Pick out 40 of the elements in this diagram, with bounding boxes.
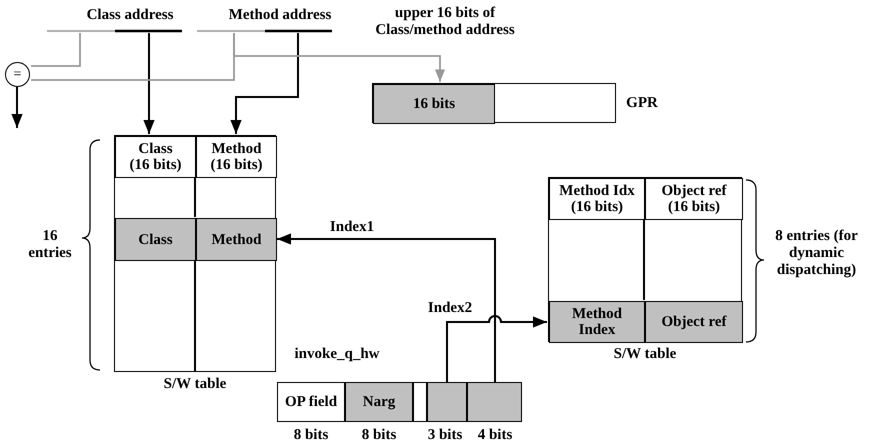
table-cell: Class	[115, 218, 196, 261]
bit-field	[413, 382, 427, 422]
arrow	[11, 87, 23, 128]
table-cell: Method (16 bits)	[196, 136, 277, 178]
bit-field: 16 bits	[373, 84, 495, 124]
table-cell: Method	[196, 218, 277, 261]
edge-label: Index1	[328, 219, 376, 236]
connector-line	[31, 33, 81, 67]
edge-label: upper 16 bits of Class/method address	[374, 5, 516, 39]
bit-field	[427, 382, 467, 422]
bit-width-label: 8 bits	[360, 427, 398, 444]
arrow	[143, 33, 155, 134]
table-cell: Object ref (16 bits)	[645, 178, 743, 220]
entry-count-label: 8 entries (for dynamic dispatching)	[774, 228, 859, 279]
comparator-symbol: =	[5, 62, 30, 87]
lookup-table	[548, 177, 742, 342]
bit-field: Narg	[345, 382, 413, 422]
bit-width-label: 8 bits	[292, 427, 330, 444]
arrow	[277, 233, 496, 382]
edge-label: Index2	[426, 300, 474, 317]
bus-label: Method address	[228, 7, 332, 24]
arrow	[233, 33, 446, 82]
register-name: invoke_q_hw	[293, 346, 381, 363]
register-name: GPR	[625, 95, 659, 112]
lookup-table	[114, 135, 276, 372]
table-cell: Object ref	[645, 301, 743, 343]
table-cell: Method Index	[549, 301, 645, 343]
arrow	[230, 33, 299, 134]
bit-width-label: 4 bits	[476, 427, 514, 444]
bit-width-label: 3 bits	[426, 427, 464, 444]
arrow	[446, 315, 547, 382]
bit-field: OP field	[277, 382, 345, 422]
bit-field	[467, 382, 522, 422]
table-cell: Class (16 bits)	[115, 136, 196, 178]
table-caption: S/W table	[162, 376, 228, 393]
entry-count-label: 16 entries	[27, 228, 73, 262]
bus-label: Class address	[86, 7, 174, 24]
table-cell: Method Idx (16 bits)	[549, 178, 645, 220]
register-box	[372, 83, 616, 123]
table-caption: S/W table	[612, 346, 678, 363]
